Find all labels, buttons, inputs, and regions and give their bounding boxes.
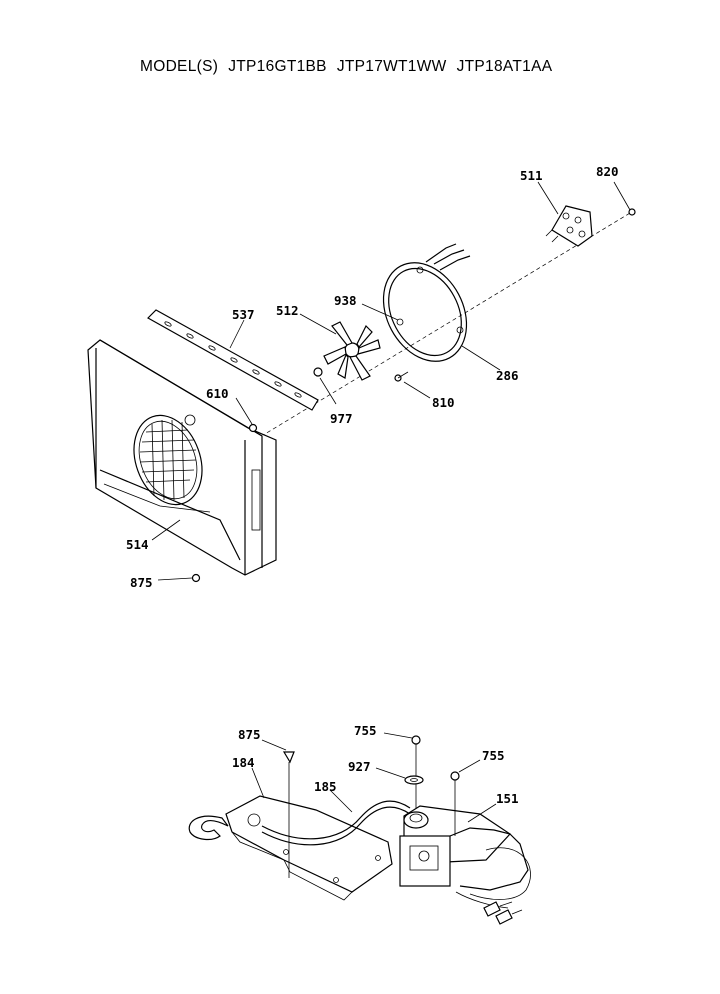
bracket-537 [147, 309, 319, 411]
terminal-block-511 [545, 205, 593, 247]
callout-610: 610 [206, 386, 229, 401]
model-number: JTP17WT1WW [336, 58, 447, 75]
callout-185: 185 [314, 779, 337, 794]
callout-286: 286 [496, 368, 519, 383]
upper-assembly: 511 820 537 512 938 610 286 977 810 514 … [87, 164, 636, 590]
lower-assembly: 875 755 927 755 184 185 151 [188, 723, 531, 925]
washer-927 [404, 775, 424, 785]
callout-511: 511 [520, 168, 543, 183]
nut-977 [313, 367, 323, 377]
callout-512: 512 [276, 303, 299, 318]
heating-element-286 [382, 243, 471, 362]
page-corner-mark: ——— · [566, 0, 607, 5]
callout-151: 151 [496, 791, 519, 806]
callout-820: 820 [596, 164, 619, 179]
fan-blade-512 [323, 321, 381, 381]
callout-184: 184 [232, 755, 255, 770]
wire-connectors [483, 901, 523, 925]
screw-875-lower [282, 751, 295, 878]
model-number: JTP16GT1BB [228, 58, 327, 75]
callout-755: 755 [354, 723, 377, 738]
callout-875: 875 [238, 727, 261, 742]
callout-514: 514 [126, 537, 149, 552]
callout-875: 875 [130, 575, 153, 590]
callout-927: 927 [348, 759, 371, 774]
motor-assembly-151 [399, 805, 531, 925]
model-number: JTP18AT1AA [456, 58, 553, 75]
screw-820 [628, 208, 636, 216]
screw-755-right [450, 771, 460, 836]
screw-810 [394, 371, 409, 382]
callout-938: 938 [334, 293, 357, 308]
callout-810: 810 [432, 395, 455, 410]
title-prefix: MODEL(S) [140, 58, 219, 75]
wire-harness-185 [261, 800, 411, 840]
wire-harness-185-edge [261, 806, 411, 846]
upper-leader-lines [151, 181, 631, 581]
screw-610 [248, 423, 258, 433]
screw-875-upper [191, 573, 201, 583]
duct-panel-514 [87, 339, 277, 576]
lower-leader-lines [251, 732, 497, 823]
screw-755-top [411, 735, 421, 808]
page-title: MODEL(S) JTP16GT1BB JTP17WT1WW JTP18AT1AA [140, 58, 562, 76]
base-plate-184 [188, 795, 393, 901]
callout-977: 977 [330, 411, 353, 426]
callout-537: 537 [232, 307, 255, 322]
callout-755: 755 [482, 748, 505, 763]
